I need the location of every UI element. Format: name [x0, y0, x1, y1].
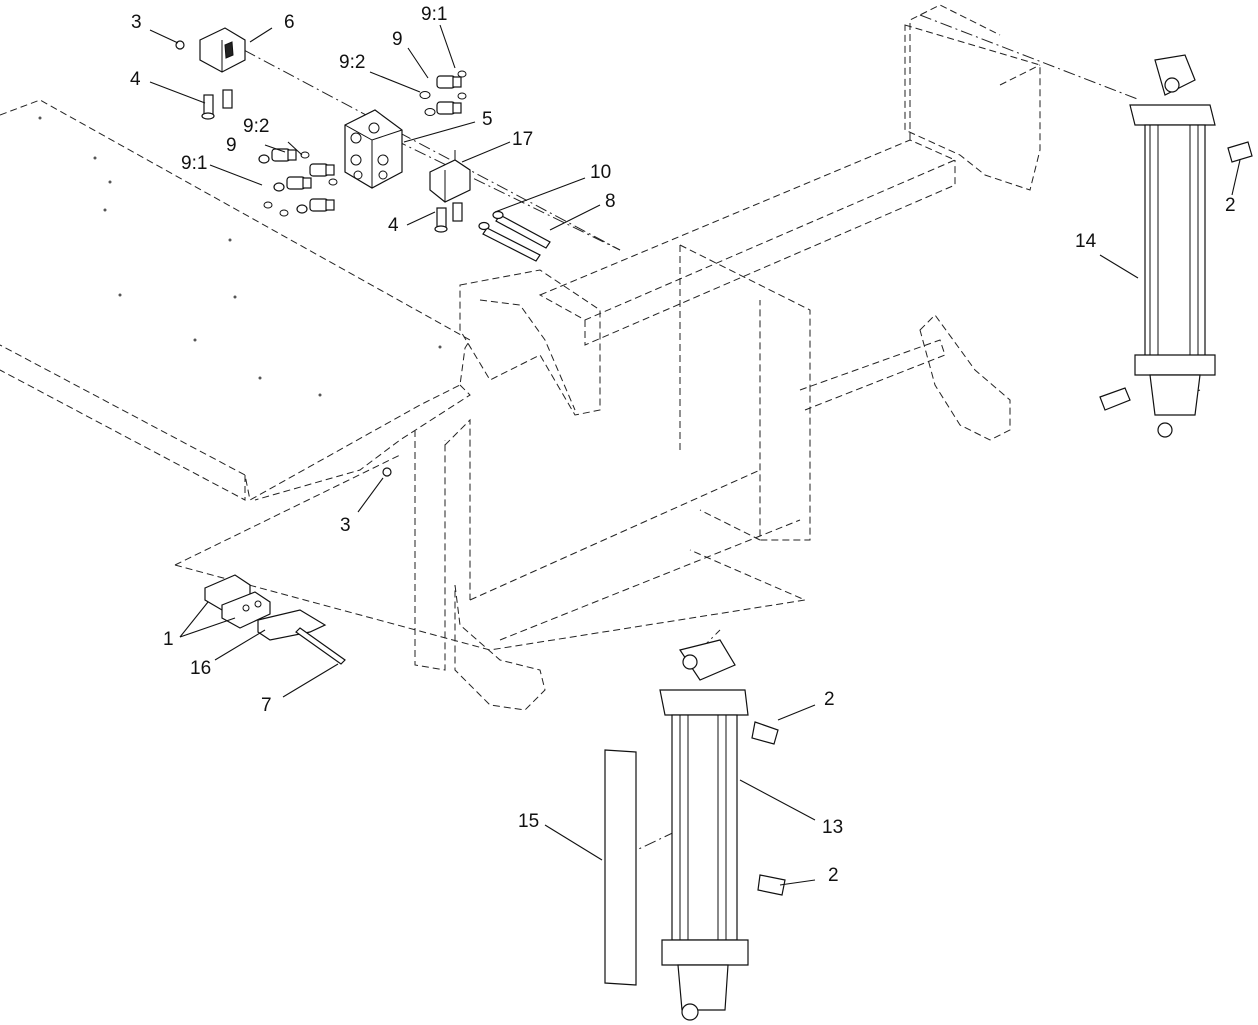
callout-5: 5	[482, 109, 493, 130]
callout-9-left: 9	[226, 135, 237, 156]
callout-8: 8	[605, 191, 616, 212]
callout-9-2-left: 9:2	[243, 116, 270, 137]
bracket-top	[175, 27, 246, 120]
callout-15: 15	[518, 811, 540, 832]
callout-4-middle: 4	[388, 215, 399, 236]
callout-10: 10	[590, 162, 612, 183]
hose-clamp-assembly	[204, 574, 346, 665]
callout-2-middle: 2	[824, 689, 835, 710]
bracket-middle	[429, 150, 471, 233]
callout-6: 6	[284, 12, 295, 33]
callout-3-top: 3	[131, 12, 142, 33]
callout-2-lower: 2	[828, 865, 839, 886]
nut-lower	[382, 467, 392, 477]
callout-7: 7	[261, 695, 272, 716]
callout-1: 1	[163, 629, 174, 650]
callout-9-top: 9	[392, 29, 403, 50]
callout-16: 16	[190, 658, 212, 679]
callout-9-1-left: 9:1	[181, 153, 208, 174]
callout-2-upper: 2	[1225, 195, 1236, 216]
phantom-frame	[0, 4, 1201, 866]
fittings-left-cluster	[258, 148, 338, 217]
callout-14: 14	[1075, 231, 1097, 252]
callout-9-1-top: 9:1	[421, 4, 448, 25]
callout-17: 17	[512, 129, 534, 150]
cylinder-upper	[1099, 54, 1253, 438]
callout-13: 13	[822, 817, 844, 838]
cylinder-lower	[659, 639, 786, 1021]
leader-lines	[149, 24, 1241, 886]
callout-3-lower: 3	[340, 515, 351, 536]
callout-4-top: 4	[130, 69, 141, 90]
callout-9-2-top: 9:2	[339, 52, 366, 73]
valve-block	[344, 109, 403, 189]
fittings-top-cluster	[419, 70, 467, 116]
long-bolts	[478, 210, 551, 262]
decal-strip	[604, 749, 637, 986]
deck-hole-marks	[38, 116, 442, 397]
